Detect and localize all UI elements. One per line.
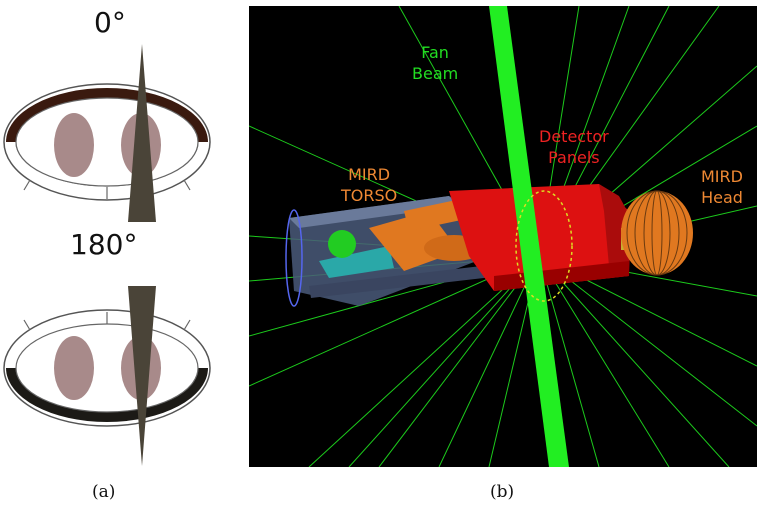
dark-shell-arc-bottom — [6, 368, 208, 422]
interaction-cloud — [515, 190, 573, 302]
lung-left-bottom — [54, 336, 94, 400]
beam-wedge-bottom — [128, 286, 156, 466]
caption-a: (a) — [92, 482, 116, 502]
panel-b-scene — [249, 6, 757, 467]
angle-label-180: 180° — [70, 228, 138, 261]
angle-label-0: 0° — [94, 6, 126, 39]
panel-a-drawing — [3, 44, 211, 466]
torso-cyan-organ — [319, 246, 394, 278]
mird-head-phantom — [621, 190, 693, 276]
phantom-body-top — [15, 97, 199, 187]
label-fan-beam: Fan Beam — [412, 43, 459, 83]
torso-green-organ — [328, 230, 356, 258]
phantom-body-bottom — [15, 323, 199, 413]
beam-wedge-top — [128, 44, 156, 222]
label-detector-panels: Detector Panels — [539, 127, 609, 167]
phantom-top — [3, 44, 211, 222]
fan-beam — [489, 6, 569, 467]
label-mird-head: MIRD Head — [701, 167, 743, 207]
panel-b-simulation-render: Fan Beam Detector Panels MIRD TORSO MIRD… — [249, 6, 757, 467]
label-mird-torso: MIRD TORSO — [341, 165, 398, 205]
panel-a-phantom-cross-sections: 0° 180° — [0, 0, 240, 470]
phantom-bottom — [3, 286, 211, 466]
caption-b: (b) — [490, 482, 515, 502]
dark-shell-arc-top — [6, 88, 208, 142]
lung-left-top — [54, 113, 94, 177]
